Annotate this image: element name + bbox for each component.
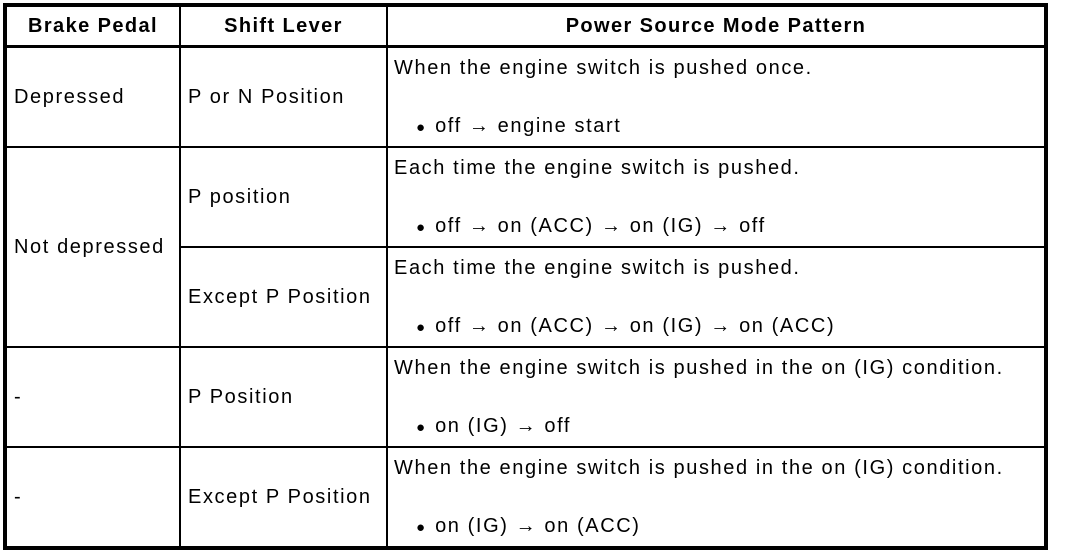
- cell-brake-pedal: Depressed: [4, 45, 181, 148]
- pattern-line: ● on (IG) → on (ACC): [394, 514, 1038, 540]
- pattern-text: on (IG) → on (ACC): [435, 515, 641, 537]
- table-row: - Except P Position When the engine swit…: [4, 446, 1047, 549]
- cell-pattern: When the engine switch is pushed once. ●…: [386, 45, 1047, 148]
- bullet-icon: ●: [416, 519, 426, 536]
- column-header-power-source-mode-pattern: Power Source Mode Pattern: [386, 4, 1047, 48]
- cell-pattern: When the engine switch is pushed in the …: [386, 446, 1047, 549]
- pattern-line: ● off → on (ACC) → on (IG) → on (ACC): [394, 314, 1038, 340]
- condition-text: When the engine switch is pushed in the …: [394, 357, 1004, 379]
- cell-shift-lever: P position: [179, 146, 388, 248]
- pattern-text: off → on (ACC) → on (IG) → off: [435, 215, 766, 237]
- condition-text: When the engine switch is pushed once.: [394, 57, 813, 79]
- header-row: Brake Pedal Shift Lever Power Source Mod…: [4, 4, 1047, 48]
- cell-pattern: Each time the engine switch is pushed. ●…: [386, 146, 1047, 248]
- bullet-icon: ●: [416, 319, 426, 336]
- cell-brake-pedal: -: [4, 446, 181, 549]
- table-row: Not depressed P position Each time the e…: [4, 146, 1047, 348]
- pattern-text: off → on (ACC) → on (IG) → on (ACC): [435, 315, 836, 337]
- pattern-line: ● on (IG) → off: [394, 414, 1038, 440]
- bullet-icon: ●: [416, 119, 426, 136]
- cell-shift-lever: P or N Position: [179, 45, 388, 148]
- table-row: Except P Position Each time the engine s…: [5, 246, 1047, 348]
- cell-pattern: When the engine switch is pushed in the …: [386, 346, 1047, 448]
- condition-text: Each time the engine switch is pushed.: [394, 157, 801, 179]
- cell-shift-lever: Except P Position: [179, 246, 388, 348]
- column-header-shift-lever: Shift Lever: [179, 4, 388, 48]
- cell-shift-lever: P Position: [179, 346, 388, 448]
- column-header-brake-pedal: Brake Pedal: [4, 4, 181, 48]
- cell-brake-pedal: Not depressed: [4, 146, 181, 348]
- cell-brake-pedal: -: [4, 346, 181, 448]
- table-row: Depressed P or N Position When the engin…: [4, 45, 1047, 148]
- pattern-text: on (IG) → off: [435, 415, 572, 437]
- condition-text: When the engine switch is pushed in the …: [394, 457, 1004, 479]
- cell-shift-lever: Except P Position: [179, 446, 388, 549]
- condition-text: Each time the engine switch is pushed.: [394, 257, 801, 279]
- pattern-line: ● off → engine start: [394, 114, 1038, 140]
- cell-pattern: Each time the engine switch is pushed. ●…: [386, 246, 1047, 348]
- bullet-icon: ●: [416, 219, 426, 236]
- bullet-icon: ●: [416, 419, 426, 436]
- table-row: - P Position When the engine switch is p…: [4, 346, 1047, 448]
- pattern-text: off → engine start: [435, 115, 622, 137]
- power-source-mode-table: Brake Pedal Shift Lever Power Source Mod…: [3, 3, 1048, 550]
- pattern-line: ● off → on (ACC) → on (IG) → off: [394, 214, 1038, 240]
